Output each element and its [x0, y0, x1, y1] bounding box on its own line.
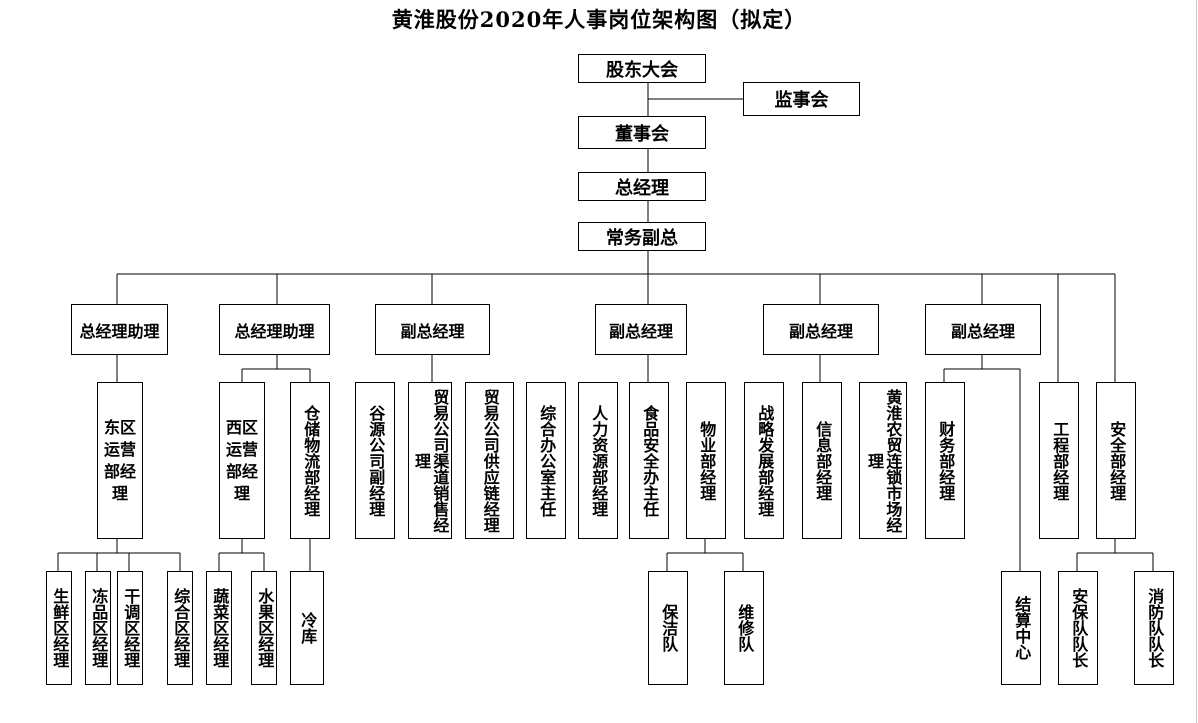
- node-strategy: 战略发展部经理: [744, 382, 784, 539]
- node-supervisors: 监事会: [743, 82, 860, 116]
- node-fruit: 水果区经理: [251, 571, 277, 685]
- chart-title: 黄淮股份2020年人事岗位架构图（拟定）: [391, 7, 807, 32]
- node-grain-dep: 谷源公司副经理: [355, 382, 395, 539]
- node-repair: 维修队: [724, 571, 764, 685]
- node-engineering: 工程部经理: [1039, 382, 1079, 539]
- node-food-safety: 食品安全办主任: [629, 382, 669, 539]
- node-trade-supply: 贸易公司供应链经理: [465, 382, 514, 539]
- node-trade-channel: 贸易公司渠道销售经理: [408, 382, 452, 539]
- node-security: 安全部经理: [1096, 382, 1136, 539]
- node-cleaning: 保洁队: [648, 571, 688, 685]
- node-admin-office: 综合办公室主任: [526, 382, 566, 539]
- page-edge: [1196, 0, 1197, 723]
- node-east-ops: 东区 运营 部经 理: [97, 382, 143, 539]
- node-cold: 冷库: [290, 571, 324, 685]
- node-shareholders: 股东大会: [578, 54, 706, 83]
- node-dry: 干调区经理: [117, 571, 143, 685]
- node-veg: 蔬菜区经理: [206, 571, 232, 685]
- node-gm: 总经理: [578, 172, 706, 201]
- node-finance: 财务部经理: [925, 382, 965, 539]
- west-ops-line-4: 理: [233, 483, 250, 503]
- node-board: 董事会: [578, 116, 706, 149]
- east-ops-line-1: 东区: [103, 417, 136, 437]
- node-general-zone: 综合区经理: [167, 571, 193, 685]
- east-ops-line-2: 运营: [103, 439, 136, 459]
- node-settlement: 结算中心: [1001, 571, 1041, 685]
- node-west-ops: 西区 运营 部经 理: [219, 382, 265, 539]
- node-fire-cap: 消防队队长: [1134, 571, 1174, 685]
- node-market: 黄淮农贸连锁市场经理: [859, 382, 907, 539]
- node-vp-1: 副总经理: [375, 304, 490, 355]
- node-vp-2: 副总经理: [595, 304, 687, 355]
- node-frozen: 冻品区经理: [85, 571, 111, 685]
- node-logistics: 仓储物流部经理: [290, 382, 330, 539]
- east-ops-line-4: 理: [111, 483, 128, 503]
- node-property: 物业部经理: [686, 382, 726, 539]
- node-fresh: 生鲜区经理: [46, 571, 72, 685]
- west-ops-line-2: 运营: [225, 439, 258, 459]
- node-vp-4: 副总经理: [925, 304, 1041, 355]
- east-ops-line-3: 部经: [103, 461, 136, 481]
- west-ops-line-3: 部经: [225, 461, 258, 481]
- node-gm-assistant-1: 总经理助理: [71, 304, 168, 355]
- node-gm-assistant-2: 总经理助理: [219, 304, 330, 355]
- node-hr: 人力资源部经理: [578, 382, 618, 539]
- node-vp-3: 副总经理: [763, 304, 879, 355]
- node-info: 信息部经理: [802, 382, 842, 539]
- node-guard-cap: 安保队队长: [1058, 571, 1098, 685]
- west-ops-line-1: 西区: [225, 417, 258, 437]
- node-exec-vp: 常务副总: [578, 222, 706, 251]
